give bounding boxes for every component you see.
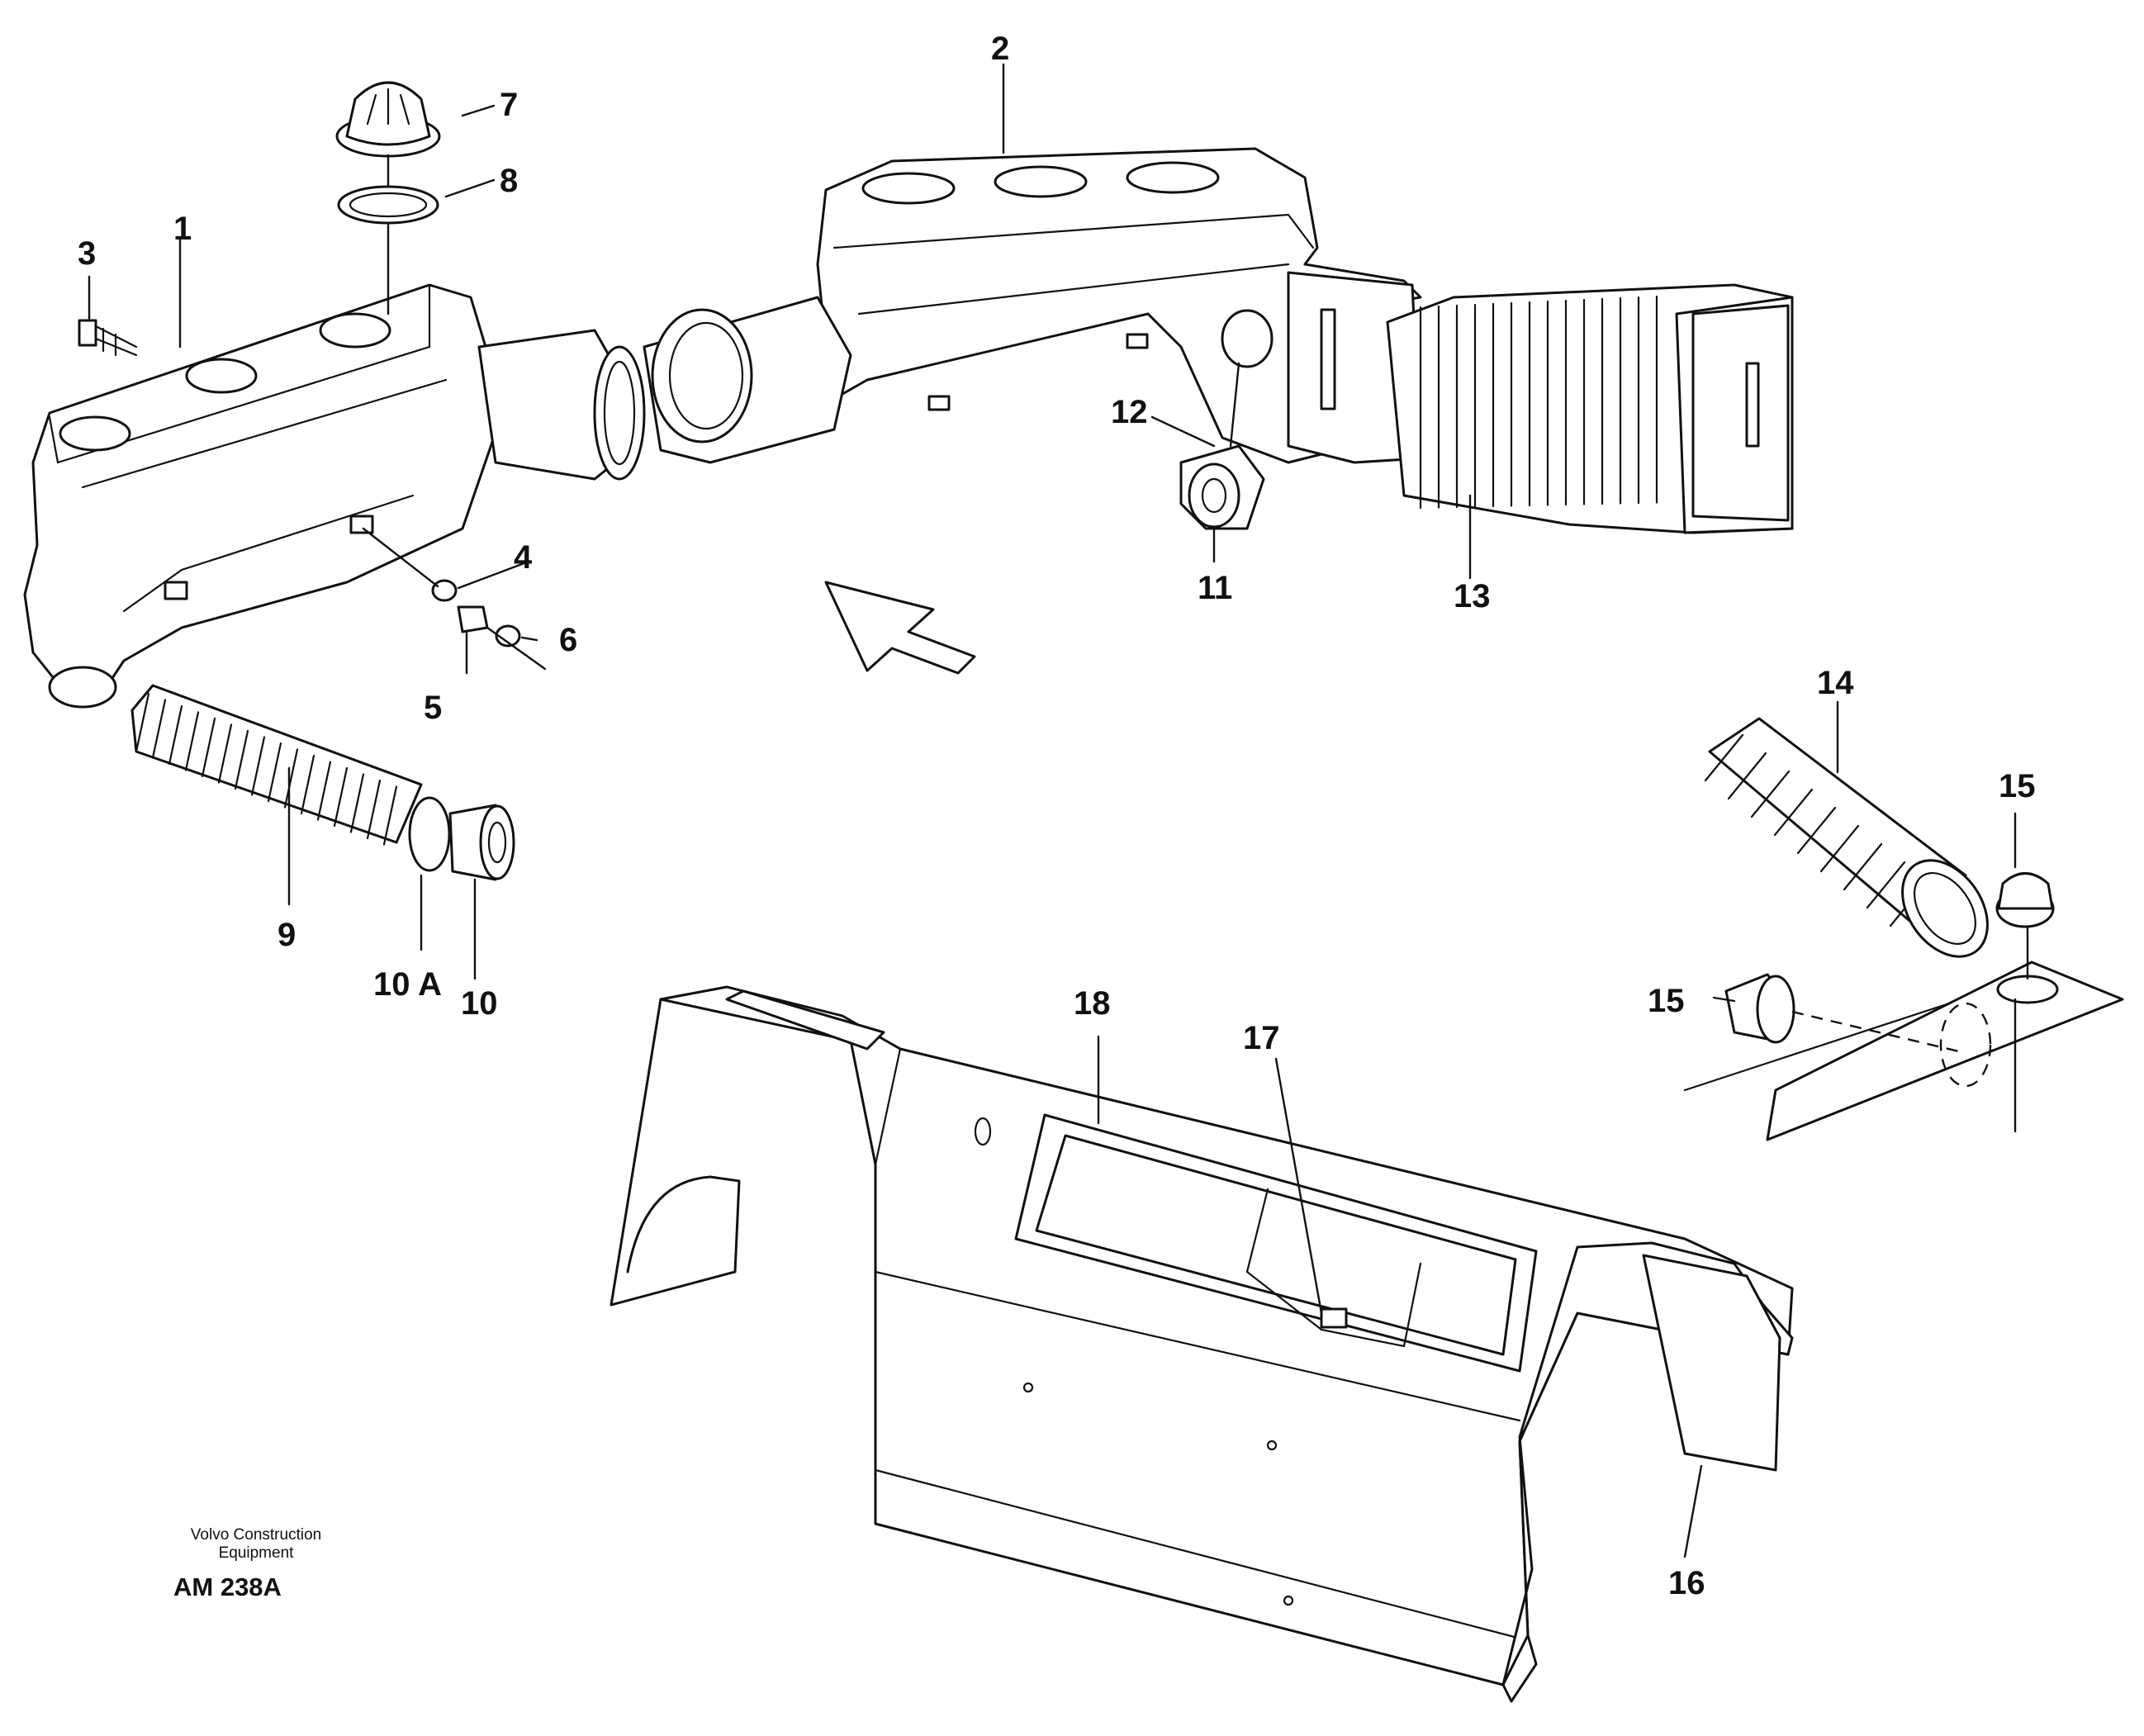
callout-labels: 1 2 3 4 5 6 7 8 9 10 10 A 11 12 13 14 15… <box>78 31 2036 1601</box>
hose-clamp-ring <box>408 796 451 872</box>
rib-line <box>1843 842 1883 891</box>
callout-2: 2 <box>991 31 1009 67</box>
callout-16: 16 <box>1668 1565 1705 1601</box>
rib-line <box>217 723 233 784</box>
rib-line <box>1773 788 1814 837</box>
rib-line <box>349 773 365 833</box>
left-air-duct <box>23 283 646 709</box>
rib-line <box>333 766 349 828</box>
flow-direction-arrow <box>824 581 976 675</box>
rib-line <box>135 692 150 753</box>
drawing-code: AM 238A <box>173 1572 282 1601</box>
mounting-plate <box>1683 923 2124 1141</box>
callout-17: 17 <box>1243 1020 1280 1056</box>
callout-14: 14 <box>1817 665 1854 701</box>
callout-7: 7 <box>500 87 518 123</box>
rib-line <box>267 742 282 803</box>
round-vent-top-right <box>1995 872 2055 928</box>
panel-end-cap <box>1501 1241 1794 1686</box>
side-vent-nozzle <box>1179 362 1265 563</box>
rib-line <box>1796 806 1837 855</box>
callout-9: 9 <box>277 917 296 953</box>
rubber-mount-set <box>362 527 547 671</box>
upper-air-duct <box>643 147 1422 464</box>
callout-15-top: 15 <box>1999 768 2036 804</box>
company-caption: Volvo Construction Equipment <box>157 1526 355 1563</box>
rib-line <box>283 748 299 809</box>
callout-4: 4 <box>514 539 533 576</box>
callout-6: 6 <box>559 622 577 658</box>
rib-line <box>151 699 167 759</box>
round-vent-side <box>1724 973 1795 1044</box>
rib-line <box>234 729 249 790</box>
callout-13: 13 <box>1454 578 1491 614</box>
callout-8: 8 <box>500 163 518 199</box>
callout-18: 18 <box>1074 985 1111 1022</box>
rib-line <box>250 736 266 796</box>
callout-5: 5 <box>424 690 442 726</box>
round-vent-nozzle <box>448 804 515 881</box>
callout-leaders <box>88 63 2017 1558</box>
lower-dashboard-panel <box>610 985 1794 1703</box>
vent-nozzle-top <box>335 81 441 158</box>
rib-line <box>201 717 216 778</box>
rib-line <box>1866 861 1906 909</box>
callout-10a: 10 A <box>373 966 442 1003</box>
callout-3: 3 <box>78 235 96 272</box>
rib-line <box>366 779 382 840</box>
flexible-hose <box>1704 717 1989 958</box>
rib-line <box>382 785 398 846</box>
callout-1: 1 <box>173 211 192 247</box>
rib-line <box>1819 824 1860 873</box>
seal-ring <box>337 185 439 225</box>
rib-line <box>300 754 315 815</box>
bellows-connector <box>1386 283 1794 534</box>
company-line-2: Equipment <box>218 1544 294 1562</box>
rib-line <box>1704 733 1744 782</box>
rib-line <box>316 761 332 821</box>
corrugated-hose <box>130 684 423 846</box>
rib-line <box>184 711 200 771</box>
callout-12: 12 <box>1111 394 1148 430</box>
rib-line <box>1727 752 1767 800</box>
screw <box>78 319 138 357</box>
rib-line <box>168 704 183 766</box>
callout-15-side: 15 <box>1648 983 1685 1019</box>
callout-10: 10 <box>461 985 498 1022</box>
rib-line <box>1750 770 1791 818</box>
company-line-1: Volvo Construction <box>190 1526 322 1544</box>
callout-11: 11 <box>1198 570 1232 606</box>
